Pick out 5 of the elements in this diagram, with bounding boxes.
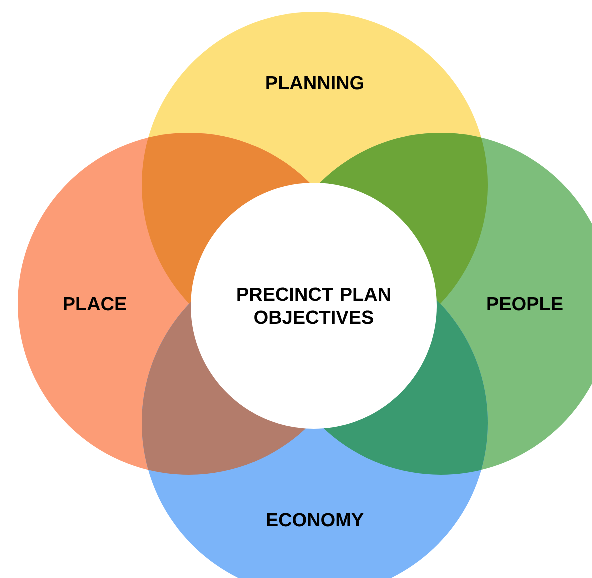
circle-label: PRECINCT PLAN OBJECTIVES — [238, 288, 390, 324]
circle-label: ECONOMY — [267, 513, 364, 527]
circle-label: PEOPLE — [488, 297, 563, 311]
circle-label: PLANNING — [266, 76, 364, 90]
circle-label: PLACE — [64, 297, 126, 311]
